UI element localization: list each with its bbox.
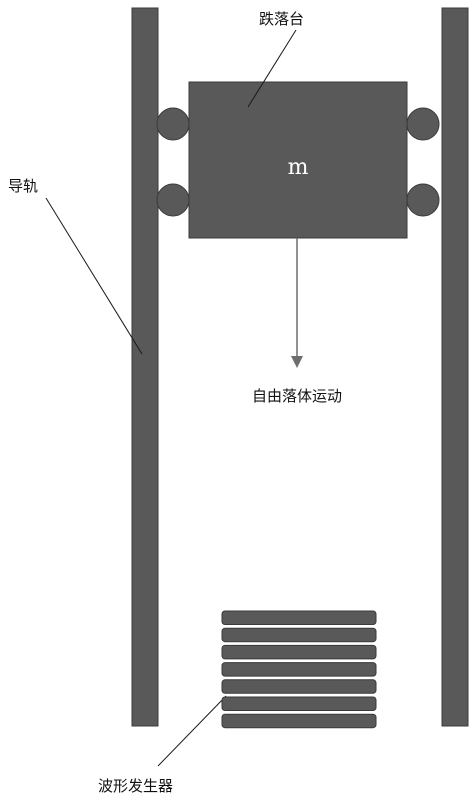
right-guide-rail — [441, 7, 469, 727]
free-fall-label: 自由落体运动 — [252, 387, 342, 405]
drop-table-leader-line — [247, 29, 297, 108]
roller-top-right — [406, 107, 440, 141]
waveform-generator-layer — [221, 644, 377, 660]
waveform-generator-stack — [221, 610, 377, 729]
mass-label: m — [288, 155, 309, 180]
waveform-generator-layer — [221, 610, 377, 625]
waveform-generator-layer — [221, 662, 377, 677]
left-guide-rail — [131, 7, 159, 727]
waveform-generator-leader-line — [157, 695, 227, 767]
roller-top-left — [156, 107, 190, 141]
free-fall-arrowhead — [291, 356, 303, 368]
roller-bottom-left — [156, 183, 190, 217]
waveform-generator-layer — [221, 679, 377, 694]
waveform-generator-label: 波形发生器 — [98, 777, 173, 795]
drop-table-label: 跌落台 — [259, 10, 304, 28]
waveform-generator-layer — [221, 696, 377, 711]
waveform-generator-layer — [221, 627, 377, 643]
waveform-generator-layer — [221, 713, 377, 729]
guide-rail-leader-line — [45, 197, 143, 355]
drop-table-block — [188, 81, 408, 239]
roller-bottom-right — [406, 183, 440, 217]
guide-rail-label: 导轨 — [8, 177, 38, 195]
